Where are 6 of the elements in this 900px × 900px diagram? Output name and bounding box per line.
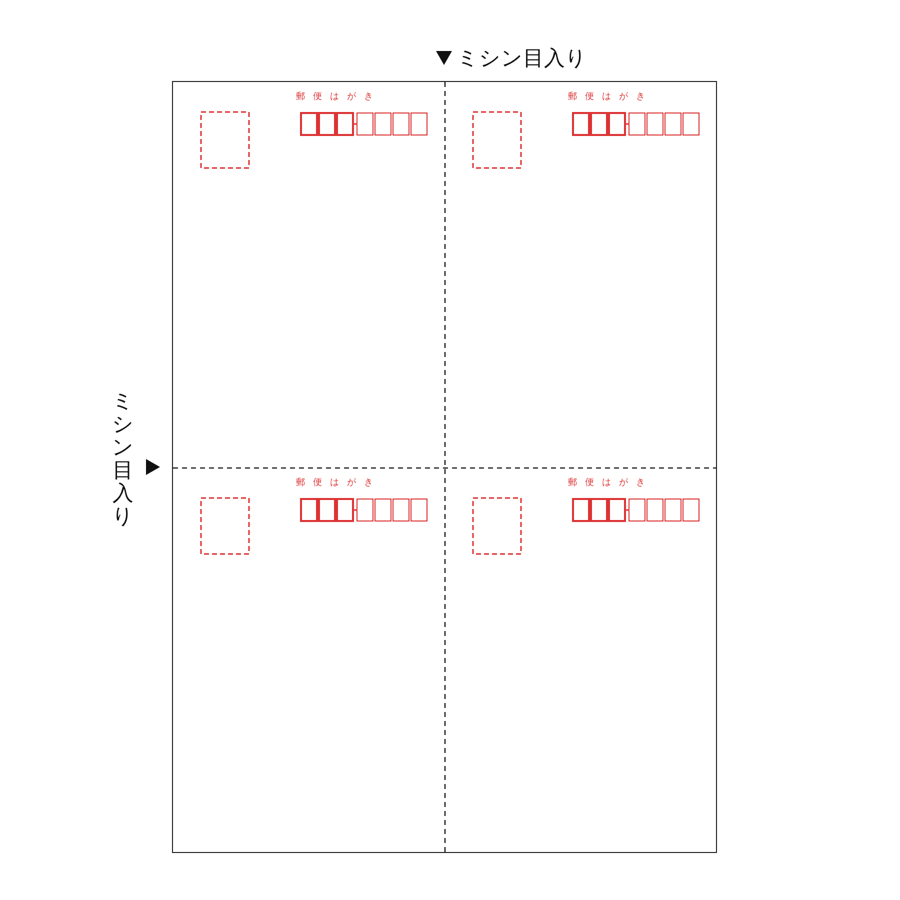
perforation-label: ミシン目入り [457,45,587,72]
postcard-heading: 郵便はがき [568,90,653,103]
postcard-heading: 郵便はがき [296,90,381,103]
postcard-heading: 郵便はがき [296,476,381,489]
perforation-label: ミシン目入り [112,390,134,528]
postcard-heading: 郵便はがき [568,476,653,489]
